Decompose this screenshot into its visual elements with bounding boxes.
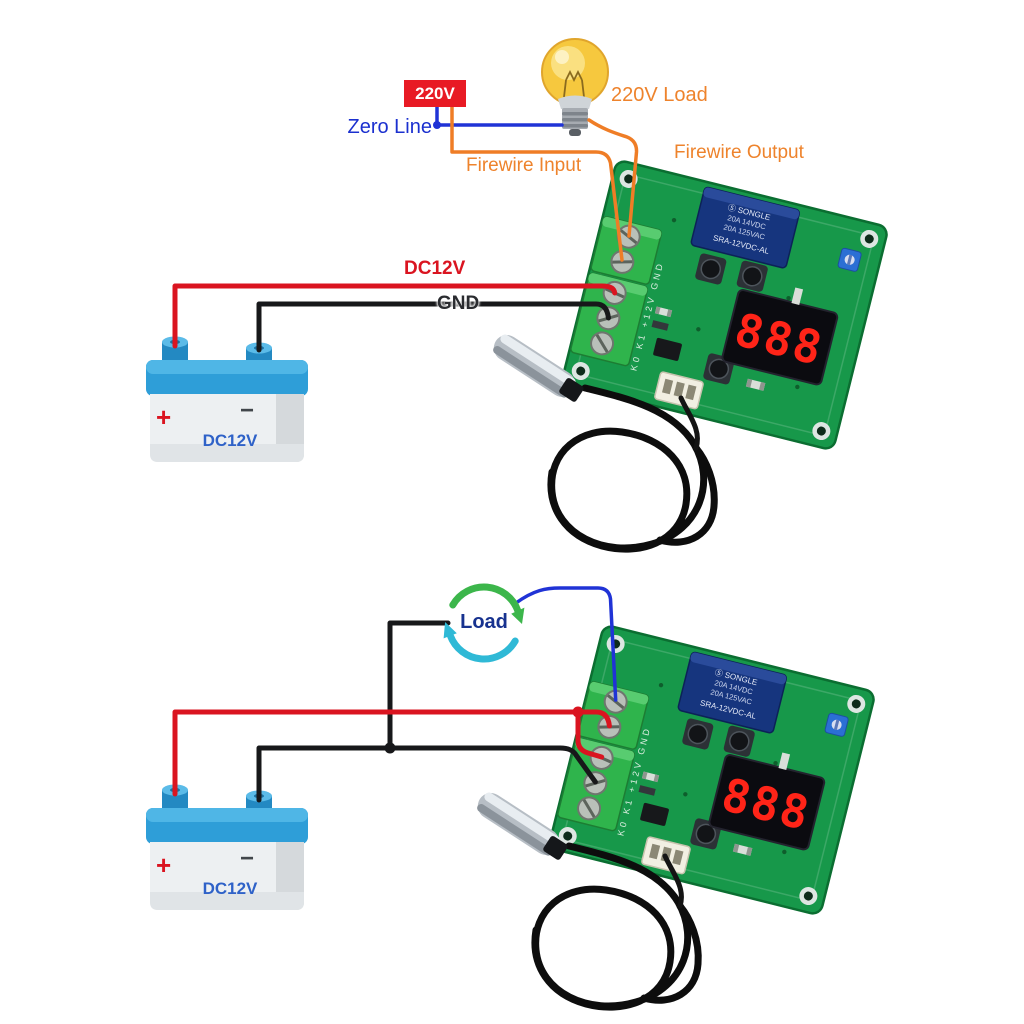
pcb-top <box>560 158 890 452</box>
load-black-wire <box>387 620 451 751</box>
positive-branch-wire <box>575 709 605 760</box>
label-dc12v-wire: DC12V <box>404 258 466 279</box>
label-220v-load: 220V Load <box>611 84 708 106</box>
dc12v-positive-wire <box>172 283 618 349</box>
pcb-bottom <box>547 623 877 917</box>
label-gnd: GND <box>437 293 480 314</box>
battery-top-instance <box>146 336 308 462</box>
label-firewire-output: Firewire Output <box>674 142 804 163</box>
firewire-input-wire <box>450 105 624 262</box>
red-junction-node <box>572 706 584 718</box>
gnd-wire-bottom <box>256 745 598 803</box>
load-arrow-green <box>449 583 522 615</box>
load-blue-wire <box>514 586 618 702</box>
label-firewire-input: Firewire Input <box>466 155 582 176</box>
load-arrow-cyan <box>446 631 519 663</box>
load-cycle-icon <box>443 583 525 663</box>
label-220v-badge: 220V <box>404 80 466 107</box>
label-load: Load <box>460 611 508 633</box>
battery-bottom-instance <box>146 784 308 910</box>
zero-line-node <box>433 121 441 129</box>
label-zero-line: Zero Line <box>347 116 433 138</box>
firewire-output-wire <box>587 118 639 238</box>
black-junction-node <box>384 742 396 754</box>
positive-wire-bottom <box>172 709 612 797</box>
bulb-instance <box>541 38 609 137</box>
zero-line-wire <box>435 105 564 127</box>
gnd-wire <box>256 301 611 353</box>
